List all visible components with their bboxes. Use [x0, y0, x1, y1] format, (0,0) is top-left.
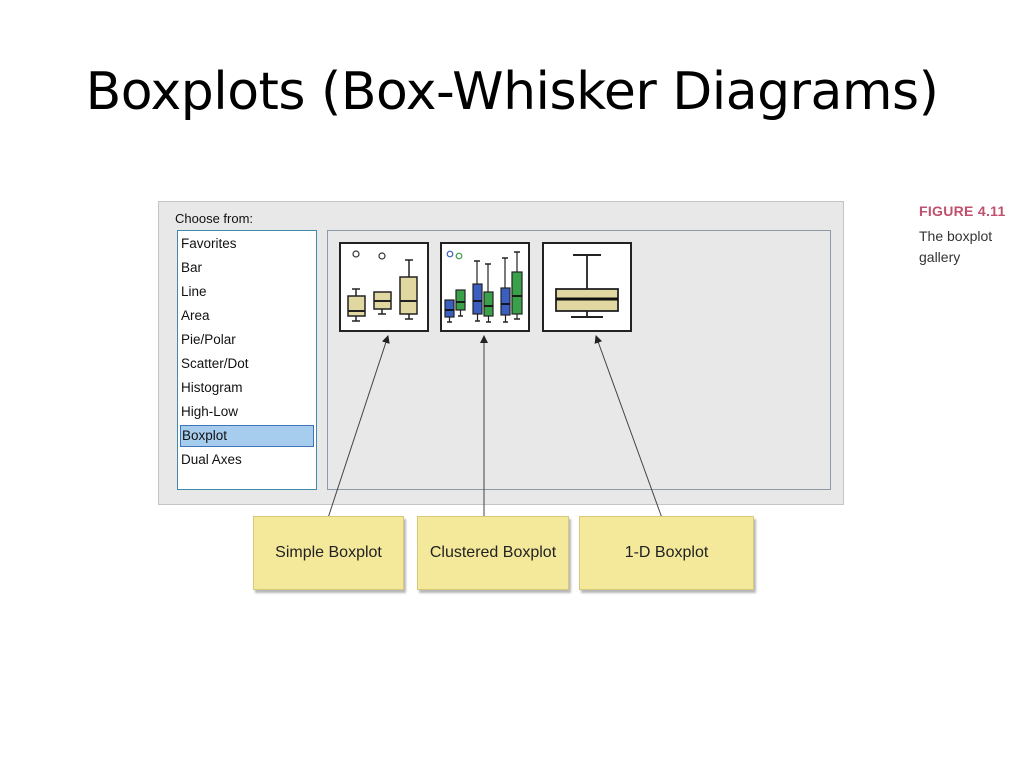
list-item-dual-axes[interactable]: Dual Axes: [181, 452, 242, 467]
choose-from-label: Choose from:: [175, 211, 254, 226]
list-item-pie-polar[interactable]: Pie/Polar: [181, 332, 236, 347]
list-item-area[interactable]: Area: [181, 308, 210, 323]
clustered-boxplot-callout: Clustered Boxplot: [417, 516, 569, 590]
chart-chooser-dialog: Choose from: Favorites Bar Line Area Pie…: [158, 201, 844, 505]
1d-boxplot-callout: 1-D Boxplot: [579, 516, 754, 590]
1d-boxplot-icon: [555, 254, 619, 318]
clustered-boxplot-icon: [444, 250, 523, 323]
figure-caption: The boxplot gallery: [919, 228, 993, 265]
clustered-boxplot-thumbnail[interactable]: [440, 242, 530, 332]
arrow-1d-boxplot: [594, 335, 663, 519]
chart-type-list[interactable]: Favorites Bar Line Area Pie/Polar Scatte…: [177, 230, 317, 490]
chart-gallery-panel: [327, 230, 831, 490]
simple-boxplot-callout: Simple Boxplot: [253, 516, 404, 590]
list-item-favorites[interactable]: Favorites: [181, 236, 237, 251]
figure-label: FIGURE 4.11: [919, 203, 1006, 219]
list-item-scatter-dot[interactable]: Scatter/Dot: [181, 356, 249, 371]
list-item-line[interactable]: Line: [181, 284, 207, 299]
1d-boxplot-thumbnail[interactable]: [542, 242, 632, 332]
list-item-high-low[interactable]: High-Low: [181, 404, 239, 419]
list-item-boxplot[interactable]: Boxplot: [180, 425, 314, 447]
slide-title: Boxplots (Box-Whisker Diagrams): [85, 62, 939, 122]
simple-boxplot-icon: [347, 250, 418, 322]
simple-boxplot-thumbnail[interactable]: [339, 242, 429, 332]
arrow-simple-boxplot: [327, 335, 390, 519]
list-item-bar[interactable]: Bar: [181, 260, 203, 275]
list-item-histogram[interactable]: Histogram: [181, 380, 243, 395]
